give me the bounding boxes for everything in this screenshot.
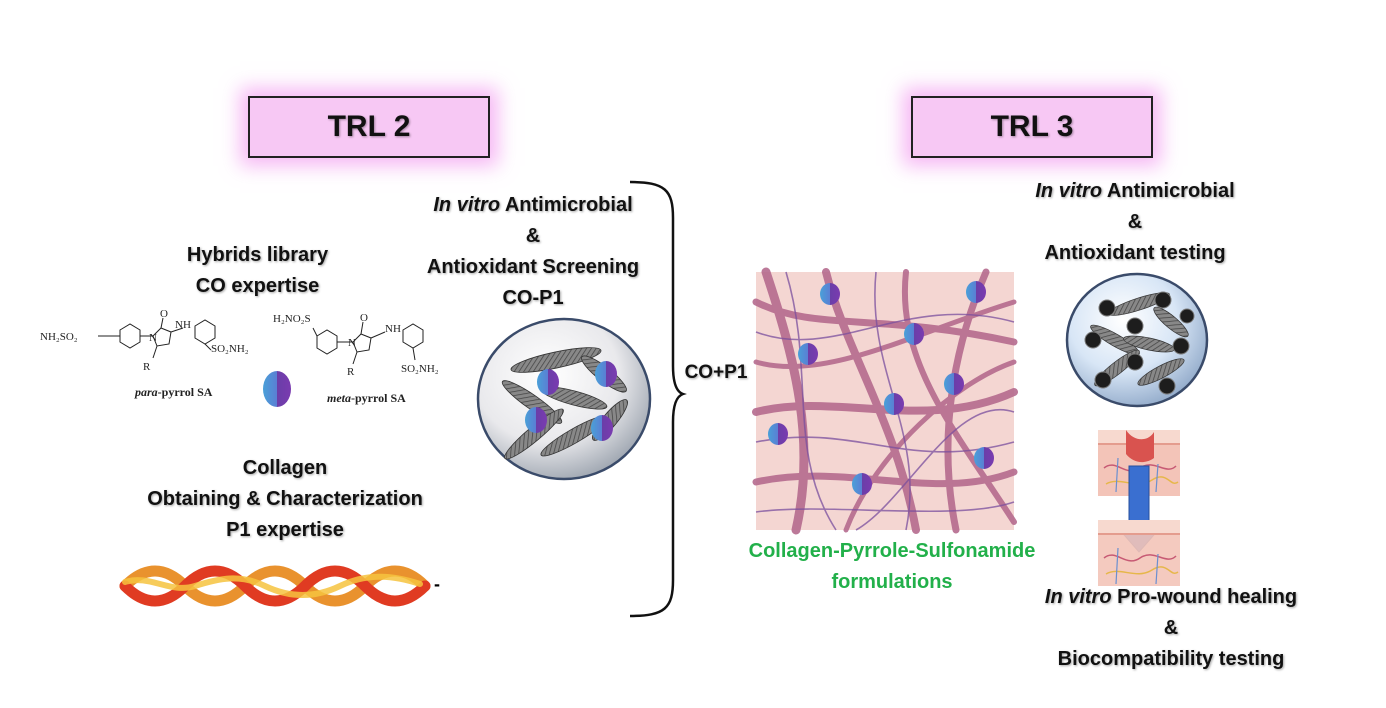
hybrids-text: Hybrids library CO expertise bbox=[150, 240, 365, 302]
meta-so2nh2: SO₂NH₂ bbox=[401, 363, 439, 375]
meta-label-rest: -pyrrol SA bbox=[351, 391, 406, 405]
para-r: R bbox=[143, 361, 151, 373]
trl3-box: TRL 3 bbox=[911, 96, 1153, 158]
collagen-line3: P1 expertise bbox=[226, 519, 344, 541]
collagen-fiber-network bbox=[752, 267, 1018, 535]
merge-brace bbox=[629, 180, 687, 618]
brace-label: CO+P1 bbox=[684, 362, 748, 383]
trl3-testing-amp: & bbox=[1127, 211, 1143, 233]
hybrids-line1: Hybrids library bbox=[186, 244, 329, 266]
network-compound-balls bbox=[768, 281, 994, 495]
para-o: O bbox=[160, 308, 168, 320]
screening-rest: Antimicrobial bbox=[500, 194, 633, 216]
para-nh2so2: NH₂SO₂ bbox=[40, 331, 78, 343]
wound-rest: Pro-wound healing bbox=[1111, 586, 1298, 608]
screening-text: In vitro Antimicrobial & Antioxidant Scr… bbox=[408, 190, 658, 314]
wound-healing-illustration bbox=[1098, 430, 1180, 586]
meta-label-italic: meta bbox=[327, 391, 351, 405]
screening-line3: Antioxidant Screening bbox=[426, 256, 640, 278]
wound-line1: In vitro Pro-wound healing bbox=[1012, 582, 1330, 613]
meta-h2no2s: H₂NO₂S bbox=[273, 313, 311, 325]
trl3-testing-text: In vitro Antimicrobial & Antioxidant tes… bbox=[1010, 176, 1260, 269]
chemical-structures: NH₂SO₂ O NH N R SO₂NH₂ para-pyrrol SA H₂… bbox=[40, 308, 439, 405]
hybrids-line2: CO expertise bbox=[195, 275, 320, 297]
collagen-helix-icon bbox=[119, 565, 431, 607]
para-nh: NH bbox=[175, 319, 191, 331]
trl3-dark-particles bbox=[1084, 291, 1195, 395]
meta-o: O bbox=[360, 312, 368, 324]
collagen-line1: Collagen bbox=[242, 457, 328, 479]
wound-italic: In vitro bbox=[1044, 586, 1112, 608]
meta-pyrrol-structure bbox=[312, 321, 424, 365]
trl3-testing-rest: Antimicrobial bbox=[1102, 180, 1235, 202]
trl2-label: TRL 2 bbox=[327, 110, 411, 143]
meta-label: meta-pyrrol SA bbox=[327, 391, 406, 405]
trl2-box: TRL 2 bbox=[248, 96, 490, 158]
collagen-text: Collagen Obtaining & Characterization P1… bbox=[120, 453, 450, 546]
healed-skin-icon bbox=[1098, 520, 1180, 586]
formulations-line1: Collagen-Pyrrole-Sulfonamide bbox=[748, 540, 1036, 562]
para-label-italic: para bbox=[134, 385, 158, 399]
screening-amp: & bbox=[525, 225, 541, 247]
meta-n: N bbox=[348, 337, 356, 349]
trl3-testing-line3: Antioxidant testing bbox=[1044, 242, 1226, 264]
wound-healing-text: In vitro Pro-wound healing & Biocompatib… bbox=[1012, 582, 1330, 675]
trl3-testing-italic: In vitro bbox=[1035, 180, 1103, 202]
wound-line3: Biocompatibility testing bbox=[1057, 648, 1285, 670]
wound-amp: & bbox=[1163, 617, 1179, 639]
antimicrobial-sphere-trl2 bbox=[476, 317, 652, 481]
meta-r: R bbox=[347, 366, 355, 378]
screening-italic: In vitro bbox=[433, 194, 501, 216]
wounded-skin-icon bbox=[1098, 430, 1180, 496]
para-so2nh2: SO₂NH₂ bbox=[211, 343, 249, 355]
trl3-label: TRL 3 bbox=[990, 110, 1074, 143]
collagen-dash: - bbox=[434, 574, 440, 594]
para-label: para-pyrrol SA bbox=[134, 385, 213, 399]
sphere-compound-balls bbox=[525, 361, 617, 441]
screening-line1: In vitro Antimicrobial bbox=[408, 190, 658, 221]
antimicrobial-sphere-trl3 bbox=[1065, 272, 1209, 408]
collagen-line2: Obtaining & Characterization bbox=[147, 488, 423, 510]
trl3-testing-line1: In vitro Antimicrobial bbox=[1010, 176, 1260, 207]
formulations-text: Collagen-Pyrrole-Sulfonamide formulation… bbox=[722, 536, 1062, 598]
compound-ball-icon bbox=[263, 371, 291, 407]
para-n: N bbox=[149, 332, 157, 344]
meta-nh: NH bbox=[385, 323, 401, 335]
para-pyrrol-structure bbox=[98, 317, 216, 359]
formulations-line2: formulations bbox=[831, 571, 953, 593]
screening-line4: CO-P1 bbox=[502, 287, 564, 309]
para-label-rest: -pyrrol SA bbox=[158, 385, 213, 399]
